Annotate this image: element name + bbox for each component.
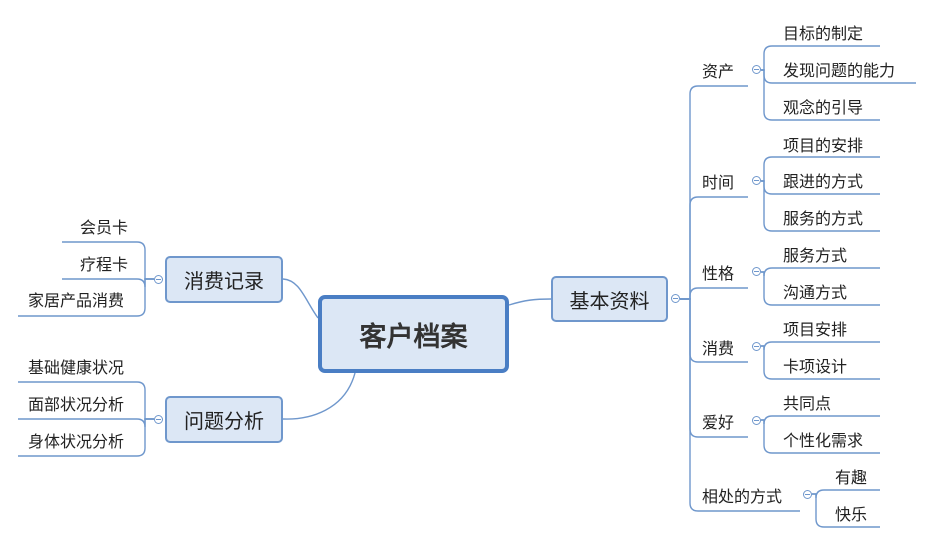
connector-basic-info-5 — [680, 298, 700, 512]
topic-problem-analysis-label: 问题分析 — [184, 409, 264, 433]
topic-consumption-record-label: 消费记录 — [184, 269, 264, 293]
leaf-communication[interactable]: 沟通方式 — [783, 283, 848, 302]
collapse-hobby-toggle[interactable] — [752, 416, 761, 425]
connector-group-2-1 — [761, 271, 774, 306]
leaf-body-analysis[interactable]: 身体状况分析 — [28, 432, 125, 451]
connector-group-1-0 — [761, 156, 774, 182]
leaf-goal-setting[interactable]: 目标的制定 — [783, 24, 864, 43]
connector-group-4-1 — [761, 419, 774, 454]
leaf-concept-guide[interactable]: 观念的引导 — [783, 98, 864, 117]
subtopic-hobby[interactable]: 爱好 — [702, 413, 735, 432]
leaf-project-schedule[interactable]: 项目的安排 — [783, 136, 864, 155]
collapse-assets-toggle[interactable] — [752, 65, 761, 74]
leaf-basic-health[interactable]: 基础健康状况 — [28, 358, 125, 377]
leaf-service-mode[interactable]: 服务方式 — [783, 246, 848, 265]
leaf-card-design[interactable]: 卡项设计 — [783, 357, 848, 376]
connector-group-0-2 — [761, 69, 774, 121]
root-label: 客户档案 — [359, 321, 468, 353]
collapse-time-toggle[interactable] — [752, 176, 761, 185]
leaf-service-way[interactable]: 服务的方式 — [783, 209, 864, 228]
connector-problems-0 — [135, 381, 154, 420]
connector-root-problems — [282, 372, 356, 420]
topic-consumption-record[interactable]: 消费记录 — [165, 256, 283, 303]
connector-root-consumption — [282, 278, 319, 319]
subtopic-get-along[interactable]: 相处的方式 — [702, 487, 783, 506]
collapse-consumption-toggle[interactable] — [752, 342, 761, 351]
connector-group-0-1 — [761, 69, 774, 84]
leaf-interesting[interactable]: 有趣 — [835, 468, 868, 487]
connector-basic-info-0 — [680, 85, 700, 300]
leaf-happy[interactable]: 快乐 — [835, 505, 868, 524]
leaf-treatment-card[interactable]: 疗程卡 — [80, 255, 129, 274]
topic-basic-info[interactable]: 基本资料 — [551, 276, 668, 322]
leaf-personal-needs[interactable]: 个性化需求 — [783, 431, 864, 450]
collapse-personality-toggle[interactable] — [752, 267, 761, 276]
connector-basic-info-1 — [680, 196, 700, 300]
leaf-project-arrange[interactable]: 项目安排 — [783, 320, 848, 339]
connector-group-0-0 — [761, 45, 774, 71]
leaf-face-analysis[interactable]: 面部状况分析 — [28, 395, 125, 414]
connector-group-1-2 — [761, 180, 774, 232]
collapse-problem-analysis-toggle[interactable] — [154, 415, 163, 424]
subtopic-time[interactable]: 时间 — [702, 173, 735, 192]
topic-basic-info-label: 基本资料 — [569, 288, 650, 313]
collapse-consumption-record-toggle[interactable] — [154, 275, 163, 284]
connector-basic-info-2 — [680, 287, 700, 300]
leaf-home-product[interactable]: 家居产品消费 — [28, 291, 125, 310]
collapse-get-along-toggle[interactable] — [803, 490, 812, 499]
connector-root-basic-info — [508, 298, 552, 306]
subtopic-personality[interactable]: 性格 — [702, 264, 735, 283]
root-node[interactable]: 客户档案 — [318, 295, 509, 373]
connector-group-5-1 — [812, 493, 826, 528]
connector-consumption-2 — [135, 278, 154, 317]
subtopic-assets[interactable]: 资产 — [702, 62, 735, 81]
leaf-member-card[interactable]: 会员卡 — [80, 218, 129, 237]
connector-group-3-1 — [761, 345, 774, 380]
connector-problems-2 — [135, 418, 154, 457]
collapse-basic-info-toggle[interactable] — [671, 294, 680, 303]
connector-group-1-1 — [761, 180, 774, 195]
topic-problem-analysis[interactable]: 问题分析 — [165, 396, 283, 443]
leaf-followup-method[interactable]: 跟进的方式 — [783, 172, 864, 191]
leaf-problem-finding[interactable]: 发现问题的能力 — [783, 61, 896, 80]
subtopic-consumption[interactable]: 消费 — [702, 339, 735, 358]
connector-consumption-0 — [135, 241, 154, 280]
leaf-common-ground[interactable]: 共同点 — [783, 394, 832, 413]
